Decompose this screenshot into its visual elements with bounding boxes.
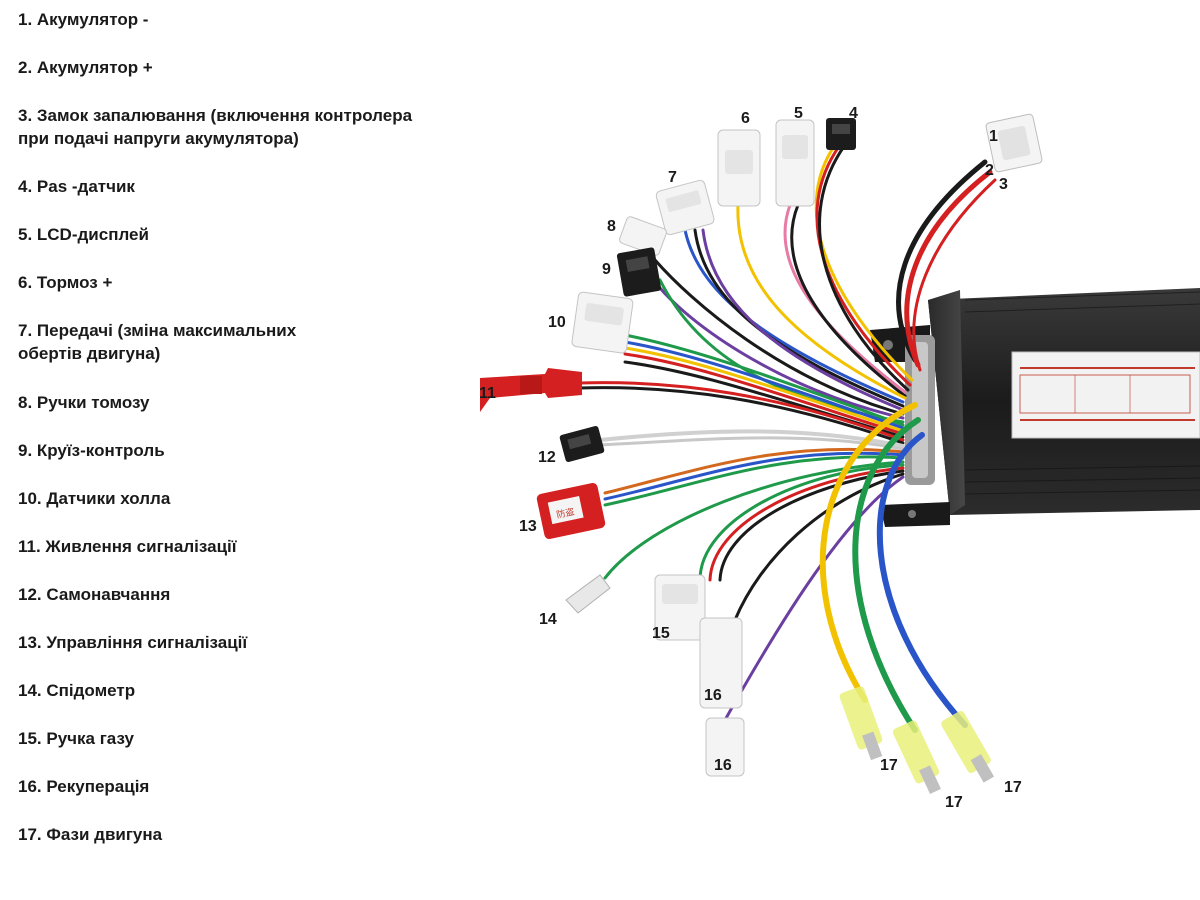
callout-1: 1 (989, 128, 998, 145)
callout-17-a: 17 (880, 757, 898, 774)
legend-item-12: 12. Самонавчання (18, 585, 171, 604)
callout-7: 7 (668, 169, 677, 186)
callout-8: 8 (607, 218, 616, 235)
connector-brake-levers (619, 216, 667, 256)
connector-lcd (775, 119, 815, 207)
wire-speedometer (603, 460, 905, 580)
callout-6: 6 (741, 110, 750, 127)
legend-item-6: 6. Тормоз + (18, 273, 113, 292)
wire-phase-blue (876, 432, 968, 728)
callout-9: 9 (602, 261, 611, 278)
callout-16-upper: 16 (704, 687, 722, 704)
product-label-sticker (1011, 351, 1200, 439)
callout-13: 13 (519, 518, 537, 535)
svg-text:防盗: 防盗 (555, 505, 575, 520)
wire-ignition (912, 178, 997, 372)
controller-body (870, 288, 1200, 527)
callout-numbers: 1 2 3 4 5 6 7 8 9 10 11 12 13 14 15 16 1… (479, 105, 1022, 811)
legend-item-16: 16. Рекуперація (18, 777, 150, 796)
callout-15: 15 (652, 625, 670, 642)
callout-10: 10 (548, 314, 566, 331)
legend-item-15: 15. Ручка газу (18, 729, 134, 748)
callout-5: 5 (794, 105, 803, 122)
callout-17-c: 17 (1004, 779, 1022, 796)
legend-item-8: 8. Ручки томозу (18, 393, 150, 412)
connector-phase-terminals (839, 686, 995, 794)
wire-battery-negative (896, 159, 988, 363)
callout-4: 4 (849, 105, 858, 122)
callout-11: 11 (479, 385, 496, 402)
callout-2: 2 (985, 162, 994, 179)
connectors: 防盗 (480, 113, 1043, 794)
legend-item-2: 2. Акумулятор + (18, 58, 153, 77)
legend-item-17: 17. Фази двигуна (18, 825, 163, 844)
wire-phase-green (852, 417, 921, 733)
callout-14: 14 (539, 611, 557, 628)
legend-item-5: 5. LCD-дисплей (18, 225, 149, 244)
legend-item-3: 3. Замок запалювання (включення контроле… (18, 106, 413, 148)
connector-regen-upper (699, 617, 743, 709)
legend-item-7: 7. Передачі (зміна максимальних обертів … (18, 321, 297, 363)
callout-17-b: 17 (945, 794, 963, 811)
connector-regen-lower (705, 717, 745, 777)
legend-item-14: 14. Спідометр (18, 681, 136, 700)
legend-item-10: 10. Датчики холла (18, 489, 171, 508)
wire-battery-positive (904, 169, 993, 368)
legend-item-9: 9. Круїз-контроль (18, 441, 165, 460)
legend-item-11: 11. Живлення сигналізації (18, 537, 237, 556)
wire-phase-yellow (819, 402, 918, 703)
callout-16-lower: 16 (714, 757, 732, 774)
connector-speedometer (565, 574, 611, 614)
connector-battery (985, 113, 1043, 173)
legend-item-1: 1. Акумулятор - (18, 10, 149, 29)
legend-item-13: 13. Управління сигналізації (18, 633, 248, 652)
callout-12: 12 (538, 449, 556, 466)
connector-cruise (616, 247, 662, 297)
wire-bundle (578, 143, 997, 733)
callout-3: 3 (999, 176, 1008, 193)
legend-item-4: 4. Pas -датчик (18, 177, 135, 196)
